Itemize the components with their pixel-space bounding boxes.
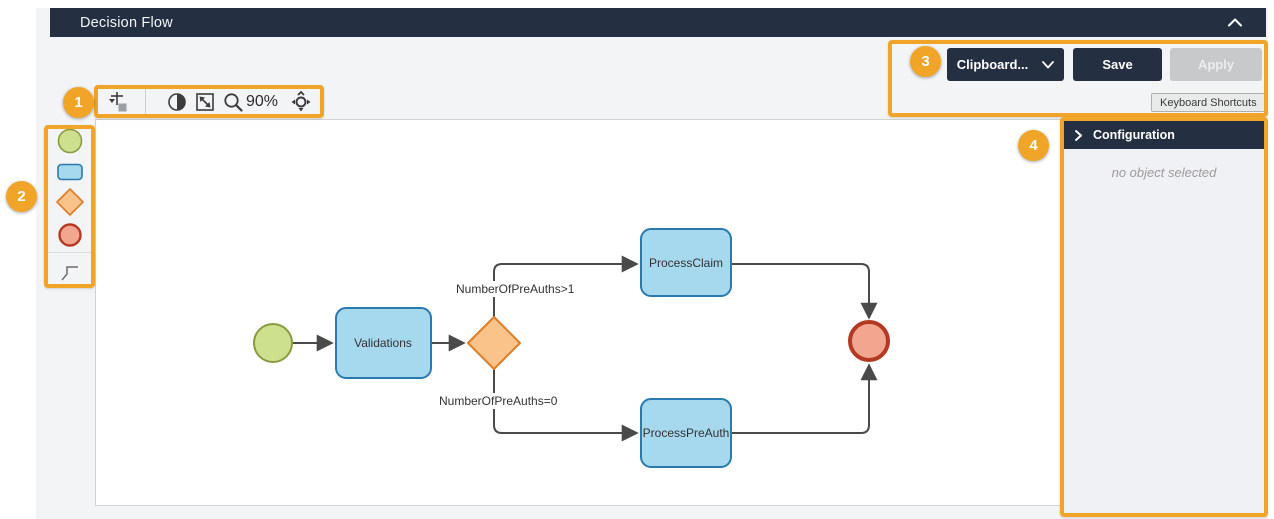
edge-process-pre-auth-to-end[interactable]	[731, 363, 878, 434]
gateway-icon	[55, 188, 84, 216]
callout-badge-2: 2	[6, 181, 37, 212]
chevron-down-icon	[1042, 60, 1055, 68]
edge-condition-label: NumberOfPreAuths>1	[456, 282, 575, 296]
save-button-label: Save	[1102, 57, 1133, 72]
no-selection-message: no object selected	[1111, 165, 1217, 180]
edge-process-claim-to-end[interactable]	[731, 263, 878, 320]
configuration-panel: Configuration no object selected	[1064, 121, 1264, 513]
header-bar: Decision Flow	[50, 8, 1266, 37]
script-task-icon	[60, 266, 78, 281]
keyboard-shortcuts-button[interactable]: Keyboard Shortcuts	[1151, 93, 1266, 112]
exclusive-gateway-node[interactable]	[467, 316, 521, 370]
apply-button-label: Apply	[1197, 57, 1235, 72]
edge-label-background	[434, 393, 562, 409]
keyboard-shortcuts-label: Keyboard Shortcuts	[1160, 96, 1257, 109]
palette-item-end-event[interactable]	[47, 221, 92, 249]
start-event-icon	[57, 128, 82, 154]
reset-view-button[interactable]	[289, 90, 313, 114]
zoom-level-display: 90%	[246, 93, 279, 110]
diagram-canvas[interactable]: NumberOfPreAuths>1 NumberOfPreAuths=0 Va…	[95, 119, 1062, 506]
task-node-process-claim[interactable]	[640, 228, 732, 297]
fit-screen-icon	[196, 93, 214, 111]
task-node-validations[interactable]	[335, 307, 432, 379]
clipboard-dropdown-button[interactable]: Clipboard...	[947, 48, 1064, 81]
start-event-node[interactable]	[253, 323, 293, 363]
save-button[interactable]: Save	[1073, 48, 1162, 81]
apply-button[interactable]: Apply	[1170, 48, 1262, 81]
page-title: Decision Flow	[80, 14, 173, 31]
callout-badge-1: 1	[63, 87, 94, 118]
configuration-panel-title: Configuration	[1093, 128, 1175, 142]
toggle-contrast-button[interactable]	[165, 90, 189, 114]
diagram-svg: NumberOfPreAuths>1 NumberOfPreAuths=0 Va…	[253, 228, 890, 468]
fit-to-screen-button[interactable]	[193, 90, 217, 114]
snap-to-grid-button[interactable]	[105, 90, 129, 114]
edge-condition-label: NumberOfPreAuths=0	[439, 394, 558, 408]
collapse-panel-button[interactable]	[1226, 17, 1244, 29]
task-node-process-pre-auth[interactable]	[640, 398, 732, 468]
palette-item-gateway[interactable]	[47, 188, 92, 216]
edge-gateway-to-process-pre-auth[interactable]	[493, 369, 639, 442]
configuration-panel-header[interactable]: Configuration	[1064, 121, 1264, 149]
edge-gateway-to-process-claim[interactable]	[493, 255, 639, 317]
origin-crosshair-icon	[291, 90, 311, 112]
task-label: ProcessPreAuth	[643, 426, 730, 440]
task-label: ProcessClaim	[649, 256, 723, 270]
clipboard-button-label: Clipboard...	[956, 57, 1029, 72]
snap-grid-icon	[109, 92, 127, 112]
task-label: Validations	[354, 336, 412, 350]
callout-badge-4: 4	[1018, 130, 1049, 161]
search-magnifier-icon	[223, 92, 243, 112]
zoom-button[interactable]	[221, 90, 245, 114]
task-icon	[56, 163, 83, 181]
palette-item-script-task[interactable]	[47, 258, 92, 286]
toolbar-separator	[145, 88, 146, 115]
end-event-icon	[57, 223, 82, 247]
end-event-node[interactable]	[848, 320, 890, 362]
contrast-icon	[168, 93, 186, 111]
palette-item-task[interactable]	[47, 158, 92, 186]
palette-separator	[46, 252, 93, 253]
chevron-right-icon	[1075, 129, 1082, 141]
edge-label-background	[450, 281, 592, 297]
callout-badge-3: 3	[910, 46, 941, 77]
chevron-up-icon	[1228, 18, 1242, 27]
palette-item-start-event[interactable]	[47, 127, 92, 155]
